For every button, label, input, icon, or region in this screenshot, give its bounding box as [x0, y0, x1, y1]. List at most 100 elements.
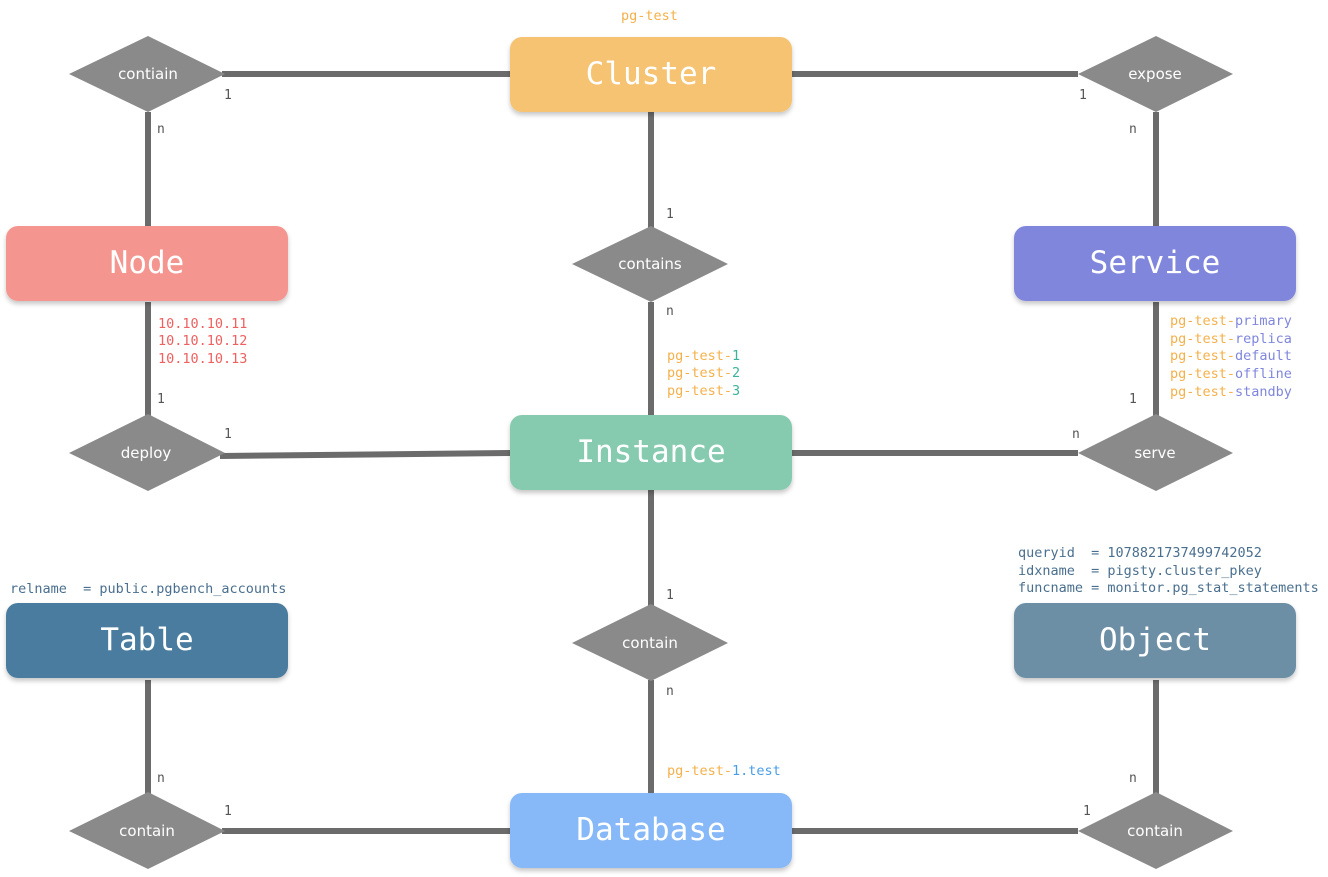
- node-ip: 10.10.10.12: [158, 333, 247, 349]
- diamond-shape: [69, 36, 225, 112]
- service-name-suffix: default: [1235, 348, 1292, 364]
- line-deploy-instance: [219, 450, 511, 459]
- cardinality-label: 1: [224, 804, 232, 819]
- service-name-prefix: pg-test-: [1170, 348, 1235, 364]
- instance-name: pg-test-3: [667, 383, 740, 399]
- entity-node: Node: [6, 226, 288, 301]
- entity-label: Node: [110, 245, 185, 281]
- relation-deploy: deploy: [69, 414, 225, 491]
- relation-label: contains: [618, 255, 682, 273]
- database-name: pg-test-1.test: [667, 763, 781, 779]
- service-name-prefix: pg-test-: [1170, 366, 1235, 382]
- table-attribute-note: relname = public.pgbench_accounts: [10, 581, 286, 597]
- entity-box: [6, 603, 288, 678]
- instance-name-prefix: pg-test-: [667, 365, 732, 381]
- instance-name: pg-test-2: [667, 365, 740, 381]
- entity-label: Object: [1099, 622, 1211, 658]
- service-name: pg-test-primary: [1170, 313, 1292, 329]
- entity-box: [510, 37, 792, 112]
- diamond-shape: [572, 226, 728, 302]
- entity-label: Instance: [576, 434, 725, 470]
- cardinality-label: n: [666, 684, 674, 699]
- relation-contains-instance: contains: [572, 226, 728, 302]
- service-name-prefix: pg-test-: [1170, 331, 1235, 347]
- service-name: pg-test-standby: [1170, 384, 1292, 400]
- diamond-shape: [69, 414, 225, 491]
- node-ip: 10.10.10.13: [158, 351, 247, 367]
- instance-name-suffix: 1: [732, 348, 740, 364]
- cardinality-label: 1: [666, 588, 674, 603]
- service-name-suffix: offline: [1235, 366, 1292, 382]
- object-attribute-list: queryid = 1078821737499742052 idxname = …: [1018, 545, 1319, 596]
- instance-name-suffix: 3: [732, 383, 740, 399]
- diamond-shape: [1078, 36, 1233, 112]
- cardinality-label: 1: [224, 88, 232, 103]
- entity-cluster: Cluster: [510, 37, 792, 112]
- service-name-prefix: pg-test-: [1170, 384, 1235, 400]
- relation-label: contain: [1127, 822, 1183, 840]
- diamond-shape: [1078, 792, 1233, 869]
- instance-name-prefix: pg-test-: [667, 348, 732, 364]
- relation-contain-object: contain: [1078, 792, 1233, 869]
- cardinality-label: n: [1129, 771, 1137, 786]
- service-name-suffix: replica: [1235, 331, 1292, 347]
- entity-box: [6, 226, 288, 301]
- database-name-note: pg-test-1.test: [667, 763, 781, 779]
- diamond-shape: [69, 792, 225, 869]
- instance-name-list: pg-test-1 pg-test-2 pg-test-3: [667, 348, 740, 399]
- cardinality-label: 1: [1083, 804, 1091, 819]
- cardinality-label: 1: [666, 207, 674, 222]
- object-attribute: funcname = monitor.pg_stat_statements: [1018, 580, 1319, 596]
- entity-table: Table: [6, 603, 288, 678]
- service-name-prefix: pg-test-: [1170, 313, 1235, 329]
- relation-label: contiain: [118, 65, 178, 83]
- object-attribute: queryid = 1078821737499742052: [1018, 545, 1262, 561]
- entity-object: Object: [1014, 603, 1296, 678]
- relation-label: expose: [1128, 65, 1182, 83]
- entity-database: Database: [510, 793, 792, 868]
- relation-label: serve: [1134, 444, 1175, 462]
- cardinality-label: n: [1072, 427, 1080, 442]
- relation-expose: expose: [1078, 36, 1233, 112]
- cardinality-label: n: [666, 304, 674, 319]
- relation-contain-table: contain: [69, 792, 225, 869]
- entity-label: Cluster: [586, 56, 717, 92]
- entity-label: Database: [576, 812, 725, 848]
- service-name: pg-test-default: [1170, 348, 1292, 364]
- cardinality-label: 1: [1079, 88, 1087, 103]
- service-name-suffix: primary: [1235, 313, 1292, 329]
- cardinality-label: n: [157, 122, 165, 137]
- entity-service: Service: [1014, 226, 1296, 301]
- connector-lines: [145, 71, 1159, 834]
- entity-box: [510, 793, 792, 868]
- table-relname-text: relname = public.pgbench_accounts: [10, 581, 286, 597]
- entity-box: [1014, 603, 1296, 678]
- cardinality-label: 1: [157, 392, 165, 407]
- database-name-suffix: 1.test: [732, 763, 781, 779]
- cardinality-label: n: [1129, 122, 1137, 137]
- relation-contain-node: contiain: [69, 36, 225, 112]
- cardinality-labels: 1 n 1 n 1 n 1 1 1 n 1 n n 1 n 1: [157, 88, 1137, 819]
- entity-label: Service: [1090, 245, 1221, 281]
- instance-name: pg-test-1: [667, 348, 740, 364]
- cluster-name-text: pg-test: [621, 8, 678, 24]
- object-attribute: idxname = pigsty.cluster_pkey: [1018, 563, 1262, 579]
- service-name: pg-test-replica: [1170, 331, 1292, 347]
- cardinality-label: 1: [224, 427, 232, 442]
- cardinality-label: 1: [1129, 392, 1137, 407]
- service-name-list: pg-test-primary pg-test-replica pg-test-…: [1170, 313, 1292, 400]
- entity-label: Table: [100, 622, 193, 658]
- instance-name-prefix: pg-test-: [667, 383, 732, 399]
- service-name-suffix: standby: [1235, 384, 1292, 400]
- relation-contain-database: contain: [572, 604, 728, 681]
- node-ip-list: 10.10.10.11 10.10.10.12 10.10.10.13: [158, 316, 247, 367]
- entity-box: [1014, 226, 1296, 301]
- entity-box: [510, 415, 792, 490]
- relation-serve: serve: [1078, 414, 1233, 491]
- cardinality-label: n: [157, 771, 165, 786]
- entity-instance: Instance: [510, 415, 792, 490]
- cluster-name-note: pg-test: [621, 8, 678, 24]
- relation-label: deploy: [121, 444, 172, 462]
- relation-label: contain: [119, 822, 175, 840]
